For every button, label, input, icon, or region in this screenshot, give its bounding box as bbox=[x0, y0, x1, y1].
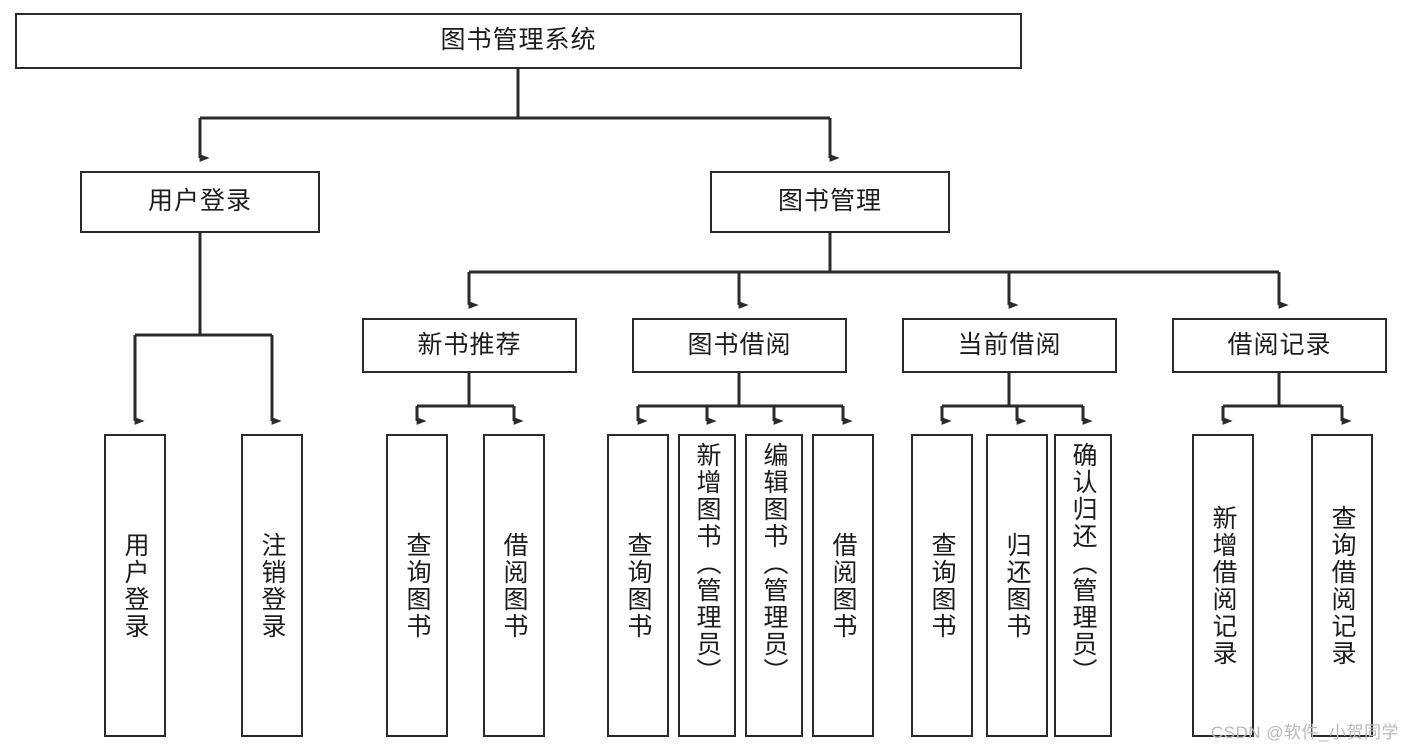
node-leaf-query-book-2-label: 查询图书 bbox=[624, 531, 652, 640]
node-leaf-edit-book-admin[interactable]: 编辑图书（管理员） bbox=[745, 434, 803, 737]
node-leaf-borrow-book-2[interactable]: 借阅图书 bbox=[812, 434, 874, 737]
node-book-manage-label: 图书管理 bbox=[777, 187, 882, 216]
node-user-login-label: 用户登录 bbox=[147, 187, 252, 216]
node-new-book-recommend[interactable]: 新书推荐 bbox=[362, 318, 577, 373]
node-leaf-add-borrow-record-label: 新增借阅记录 bbox=[1209, 504, 1237, 667]
node-leaf-user-login[interactable]: 用户登录 bbox=[104, 434, 166, 737]
node-leaf-query-book-3-label: 查询图书 bbox=[928, 531, 956, 640]
node-root-label: 图书管理系统 bbox=[440, 26, 597, 55]
node-leaf-add-borrow-record[interactable]: 新增借阅记录 bbox=[1192, 434, 1254, 737]
node-book-borrow-label: 图书借阅 bbox=[687, 330, 792, 359]
node-root[interactable]: 图书管理系统 bbox=[15, 13, 1022, 69]
node-leaf-borrow-book-1-label: 借阅图书 bbox=[500, 531, 528, 640]
node-leaf-return-book-label: 归还图书 bbox=[1003, 531, 1031, 640]
node-leaf-return-book[interactable]: 归还图书 bbox=[986, 434, 1048, 737]
node-leaf-add-book-admin[interactable]: 新增图书（管理员） bbox=[678, 434, 736, 737]
node-leaf-confirm-return-admin[interactable]: 确认归还（管理员） bbox=[1054, 434, 1112, 737]
node-leaf-query-borrow-record-label: 查询借阅记录 bbox=[1328, 504, 1356, 667]
node-leaf-query-book-1[interactable]: 查询图书 bbox=[386, 434, 448, 737]
node-leaf-query-borrow-record[interactable]: 查询借阅记录 bbox=[1311, 434, 1373, 737]
node-book-manage[interactable]: 图书管理 bbox=[710, 171, 950, 233]
node-leaf-query-book-1-label: 查询图书 bbox=[403, 531, 431, 640]
node-leaf-confirm-return-admin-label: 确认归还（管理员） bbox=[1069, 442, 1097, 685]
node-leaf-query-book-2[interactable]: 查询图书 bbox=[607, 434, 669, 737]
node-leaf-user-login-label: 用户登录 bbox=[121, 531, 149, 640]
node-current-borrow-label: 当前借阅 bbox=[957, 330, 1062, 359]
node-current-borrow[interactable]: 当前借阅 bbox=[902, 318, 1117, 373]
node-leaf-edit-book-admin-label: 编辑图书（管理员） bbox=[760, 442, 788, 685]
node-borrow-record-label: 借阅记录 bbox=[1227, 330, 1332, 359]
node-new-book-recommend-label: 新书推荐 bbox=[417, 330, 522, 359]
node-leaf-borrow-book-2-label: 借阅图书 bbox=[829, 531, 857, 640]
node-leaf-borrow-book-1[interactable]: 借阅图书 bbox=[483, 434, 545, 737]
node-leaf-user-logout-label: 注销登录 bbox=[258, 531, 286, 640]
node-borrow-record[interactable]: 借阅记录 bbox=[1172, 318, 1387, 373]
node-user-login[interactable]: 用户登录 bbox=[80, 171, 320, 233]
node-book-borrow[interactable]: 图书借阅 bbox=[632, 318, 847, 373]
node-leaf-add-book-admin-label: 新增图书（管理员） bbox=[693, 442, 721, 685]
node-leaf-query-book-3[interactable]: 查询图书 bbox=[911, 434, 973, 737]
node-leaf-user-logout[interactable]: 注销登录 bbox=[241, 434, 303, 737]
